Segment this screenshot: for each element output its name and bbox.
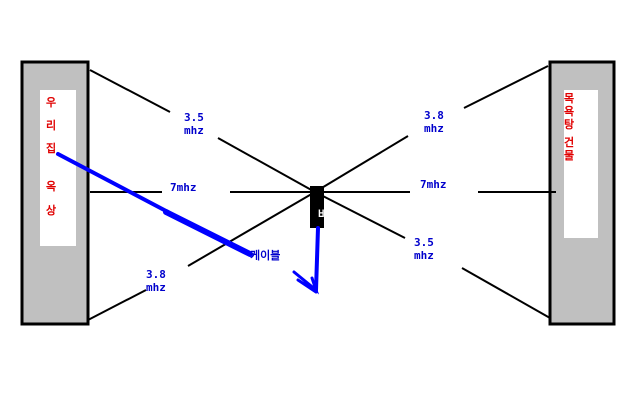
left-label-char: 리	[46, 118, 56, 132]
balun-label: 바룬	[318, 207, 338, 221]
cable-segment	[56, 152, 170, 214]
right-building-sign	[564, 90, 598, 238]
right-label-char: 탕	[564, 117, 574, 131]
right-building	[548, 60, 616, 326]
left-label-char: 옥	[46, 180, 56, 193]
band-label-38-lower-left: 3.8 mhz	[146, 268, 166, 294]
right-label-char: 물	[564, 149, 574, 162]
feedline-arrow	[292, 270, 320, 295]
right-label-char: 목	[564, 92, 574, 105]
band-label-7-left: 7mhz	[170, 181, 197, 194]
label-value: 3.8	[424, 109, 444, 122]
left-building-sign	[40, 90, 76, 246]
label-value: 3.5	[184, 111, 204, 124]
label-unit: mhz	[184, 124, 204, 137]
label-value: 3.8	[146, 268, 166, 281]
feedline	[292, 226, 320, 295]
antenna-wires	[87, 65, 556, 321]
cable-segment	[163, 209, 253, 257]
label-unit: mhz	[424, 122, 444, 135]
wire-lower-right-outer	[461, 267, 551, 319]
label-unit: mhz	[414, 249, 434, 262]
wire-lower-right-inner	[314, 191, 406, 239]
left-label-char: 집	[46, 141, 56, 155]
wire-lower-left-inner	[187, 191, 316, 267]
left-label-char: 우	[46, 96, 56, 109]
left-label-char: 상	[46, 203, 56, 217]
right-building-label: 목 욕 탕 건 물	[564, 92, 574, 162]
label-value: 3.5	[414, 236, 434, 249]
band-label-7-right: 7mhz	[420, 178, 447, 191]
band-label-35-lower-right: 3.5 mhz	[414, 236, 434, 262]
wire-upper-left-inner	[217, 137, 316, 193]
right-label-char: 건	[564, 135, 574, 149]
label-unit: mhz	[146, 281, 166, 294]
right-label-char: 욕	[564, 105, 574, 118]
feedline-vertical	[314, 226, 320, 292]
wire-lower-left-outer	[87, 289, 147, 321]
band-label-35-upper-left: 3.5 mhz	[184, 111, 204, 137]
wire-upper-right-inner	[314, 135, 409, 193]
cable-label: 케이블	[250, 248, 280, 262]
left-building-label: 우 리 집 옥 상	[46, 96, 56, 217]
wire-upper-left-outer	[89, 69, 171, 113]
balun-box	[310, 186, 324, 228]
band-label-38-upper-right: 3.8 mhz	[424, 109, 444, 135]
cable-from-house	[56, 152, 253, 257]
wire-upper-right-outer	[463, 65, 549, 109]
